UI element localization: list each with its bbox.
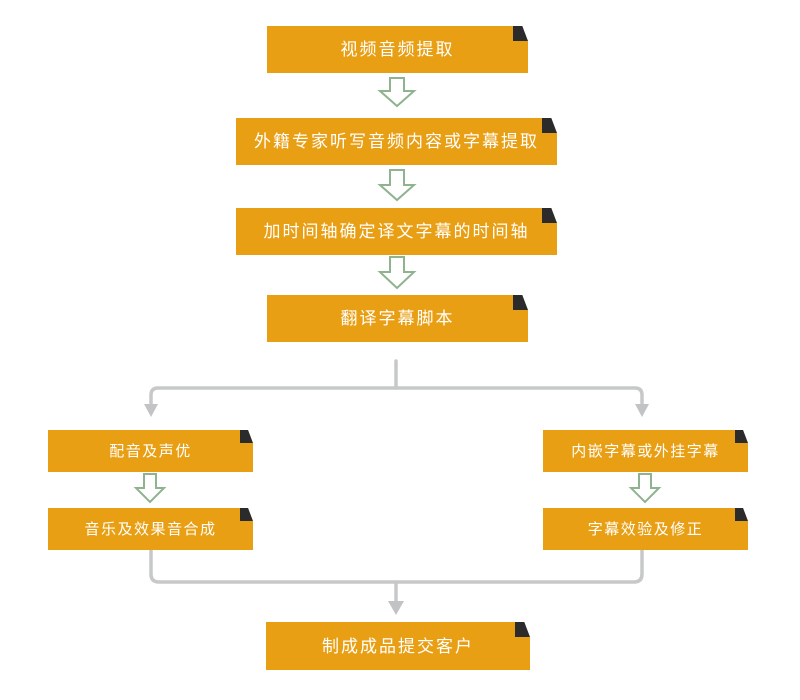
node-label: 加时间轴确定译文字幕的时间轴 [263, 222, 530, 241]
node-label: 翻译字幕脚本 [340, 309, 455, 328]
node-music-sfx-mix: 音乐及效果音合成 [48, 508, 253, 550]
folded-corner-icon [735, 430, 748, 443]
folded-corner-icon [542, 118, 557, 133]
folded-corner-icon [240, 508, 253, 521]
folded-corner-icon [515, 622, 530, 637]
node-label: 配音及声优 [109, 442, 192, 460]
merge-lines [149, 548, 644, 604]
merge-arrowhead-icon [388, 601, 404, 615]
split-left-arrowhead-icon [144, 404, 158, 417]
node-label: 视频音频提取 [340, 40, 455, 59]
node-label: 制成成品提交客户 [322, 636, 474, 656]
folded-corner-icon [735, 508, 748, 521]
node-label: 外籍专家听写音频内容或字幕提取 [254, 132, 539, 151]
node-timeline-setting: 加时间轴确定译文字幕的时间轴 [236, 208, 557, 255]
down-arrow-icon [628, 473, 662, 504]
node-translate-script: 翻译字幕脚本 [267, 295, 528, 342]
split-right-arrowhead-icon [635, 404, 649, 417]
folded-corner-icon [513, 295, 528, 310]
folded-corner-icon [542, 208, 557, 223]
folded-corner-icon [240, 430, 253, 443]
folded-corner-icon [513, 26, 528, 41]
down-arrow-icon [377, 169, 417, 202]
split-branch-lines [149, 386, 644, 408]
node-expert-dictation: 外籍专家听写音频内容或字幕提取 [236, 118, 557, 165]
down-arrow-icon [133, 473, 167, 504]
node-label: 内嵌字幕或外挂字幕 [571, 442, 720, 460]
node-dubbing-voice: 配音及声优 [48, 430, 253, 472]
node-embedded-or-external-subtitles: 内嵌字幕或外挂字幕 [543, 430, 748, 472]
node-label: 音乐及效果音合成 [84, 520, 217, 538]
down-arrow-icon [377, 77, 417, 108]
node-label: 字幕效验及修正 [587, 520, 704, 538]
down-arrow-icon [377, 256, 417, 290]
node-subtitle-check-correction: 字幕效验及修正 [543, 508, 748, 550]
node-deliver-to-client: 制成成品提交客户 [266, 622, 530, 670]
node-video-audio-extraction: 视频音频提取 [267, 26, 528, 73]
